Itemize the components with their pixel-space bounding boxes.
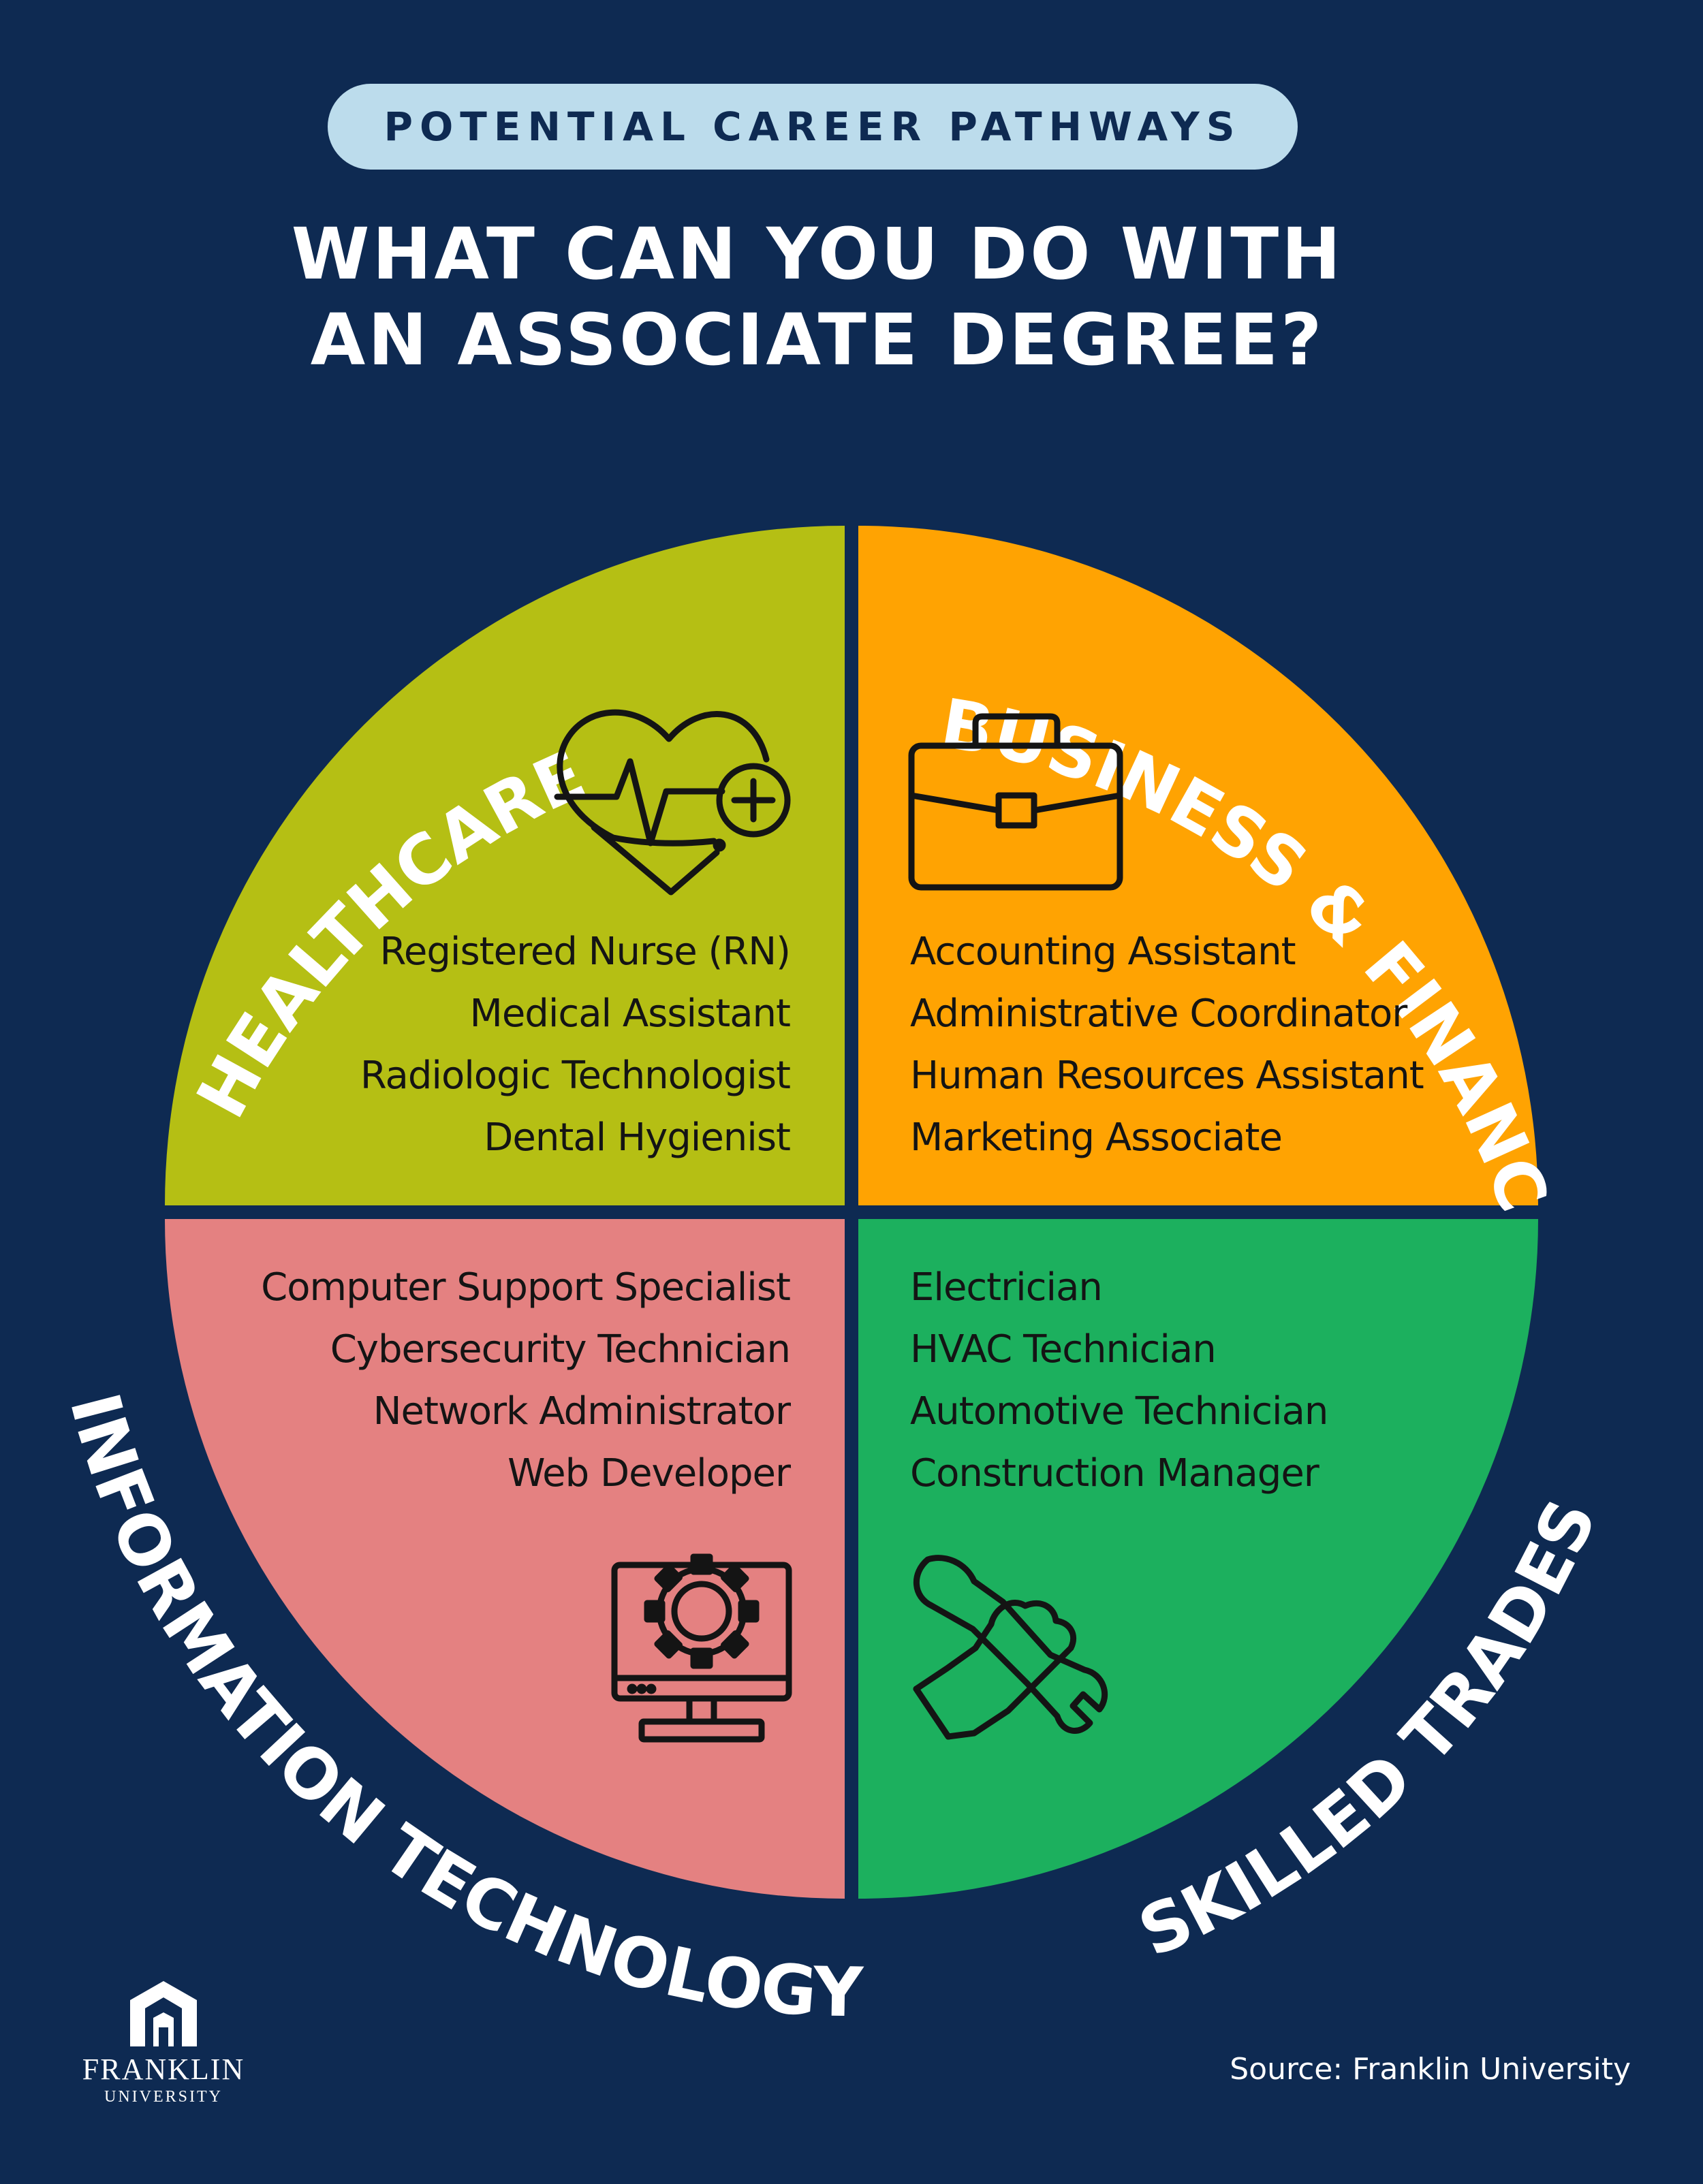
list-item: Dental Hygienist	[484, 1115, 791, 1160]
gear-tooth	[690, 1647, 713, 1669]
list-item: Construction Manager	[910, 1451, 1319, 1495]
list-item: Marketing Associate	[910, 1115, 1283, 1160]
badge-label: POTENTIAL CAREER PATHWAYS	[384, 104, 1242, 150]
title-line-2: AN ASSOCIATE DEGREE?	[310, 298, 1325, 381]
gear-tooth	[654, 1630, 683, 1659]
list-item: Automotive Technician	[910, 1389, 1328, 1434]
list-it: Computer Support Specialist Cybersecurit…	[261, 1256, 791, 1504]
list-item: Registered Nurse (RN)	[379, 930, 791, 974]
source-note: Source: Franklin University	[1230, 2052, 1631, 2087]
list-item: Network Administrator	[373, 1389, 791, 1434]
gear-tooth	[654, 1564, 683, 1592]
list-item: Human Resources Assistant	[910, 1054, 1424, 1098]
gear-tooth	[721, 1630, 749, 1659]
header-badge: POTENTIAL CAREER PATHWAYS	[328, 84, 1298, 170]
monitor-gear-icon	[611, 1553, 792, 1743]
title-line-1: WHAT CAN YOU DO WITH	[291, 212, 1344, 296]
logo-sub: UNIVERSITY	[104, 2088, 223, 2106]
gear-tooth	[644, 1600, 666, 1623]
gear-tooth	[690, 1553, 713, 1575]
list-item: Administrative Coordinator	[910, 992, 1407, 1036]
list-healthcare: Registered Nurse (RN) Medical Assistant …	[360, 921, 791, 1169]
list-trades: Electrician HVAC Technician Automotive T…	[910, 1256, 1328, 1504]
list-item: Computer Support Specialist	[261, 1265, 791, 1310]
gear-tooth	[721, 1564, 749, 1592]
list-item: HVAC Technician	[910, 1327, 1217, 1372]
quadrant-it	[165, 1219, 845, 1899]
heart-pulse-plus-icon	[554, 709, 791, 896]
list-item: Radiologic Technologist	[360, 1054, 791, 1098]
quadrant-trades	[858, 1219, 1538, 1899]
list-item: Cybersecurity Technician	[330, 1327, 791, 1372]
franklin-logo: FRANKLIN UNIVERSITY	[72, 1978, 255, 2121]
logo-name: FRANKLIN	[82, 2053, 245, 2086]
logo-mark-icon	[130, 1981, 197, 2046]
list-item: Medical Assistant	[469, 992, 791, 1036]
quadrant-business	[858, 526, 1538, 1205]
list-item: Web Developer	[507, 1451, 791, 1495]
list-item: Accounting Assistant	[910, 930, 1296, 974]
page-title: WHAT CAN YOU DO WITH AN ASSOCIATE DEGREE…	[170, 211, 1465, 383]
list-item: Electrician	[910, 1265, 1103, 1310]
list-business: Accounting Assistant Administrative Coor…	[910, 921, 1424, 1169]
hand-wrench-icon	[913, 1555, 1108, 1740]
briefcase-icon	[908, 713, 1123, 891]
gear-tooth	[738, 1600, 760, 1623]
quadrant-healthcare	[165, 526, 845, 1205]
